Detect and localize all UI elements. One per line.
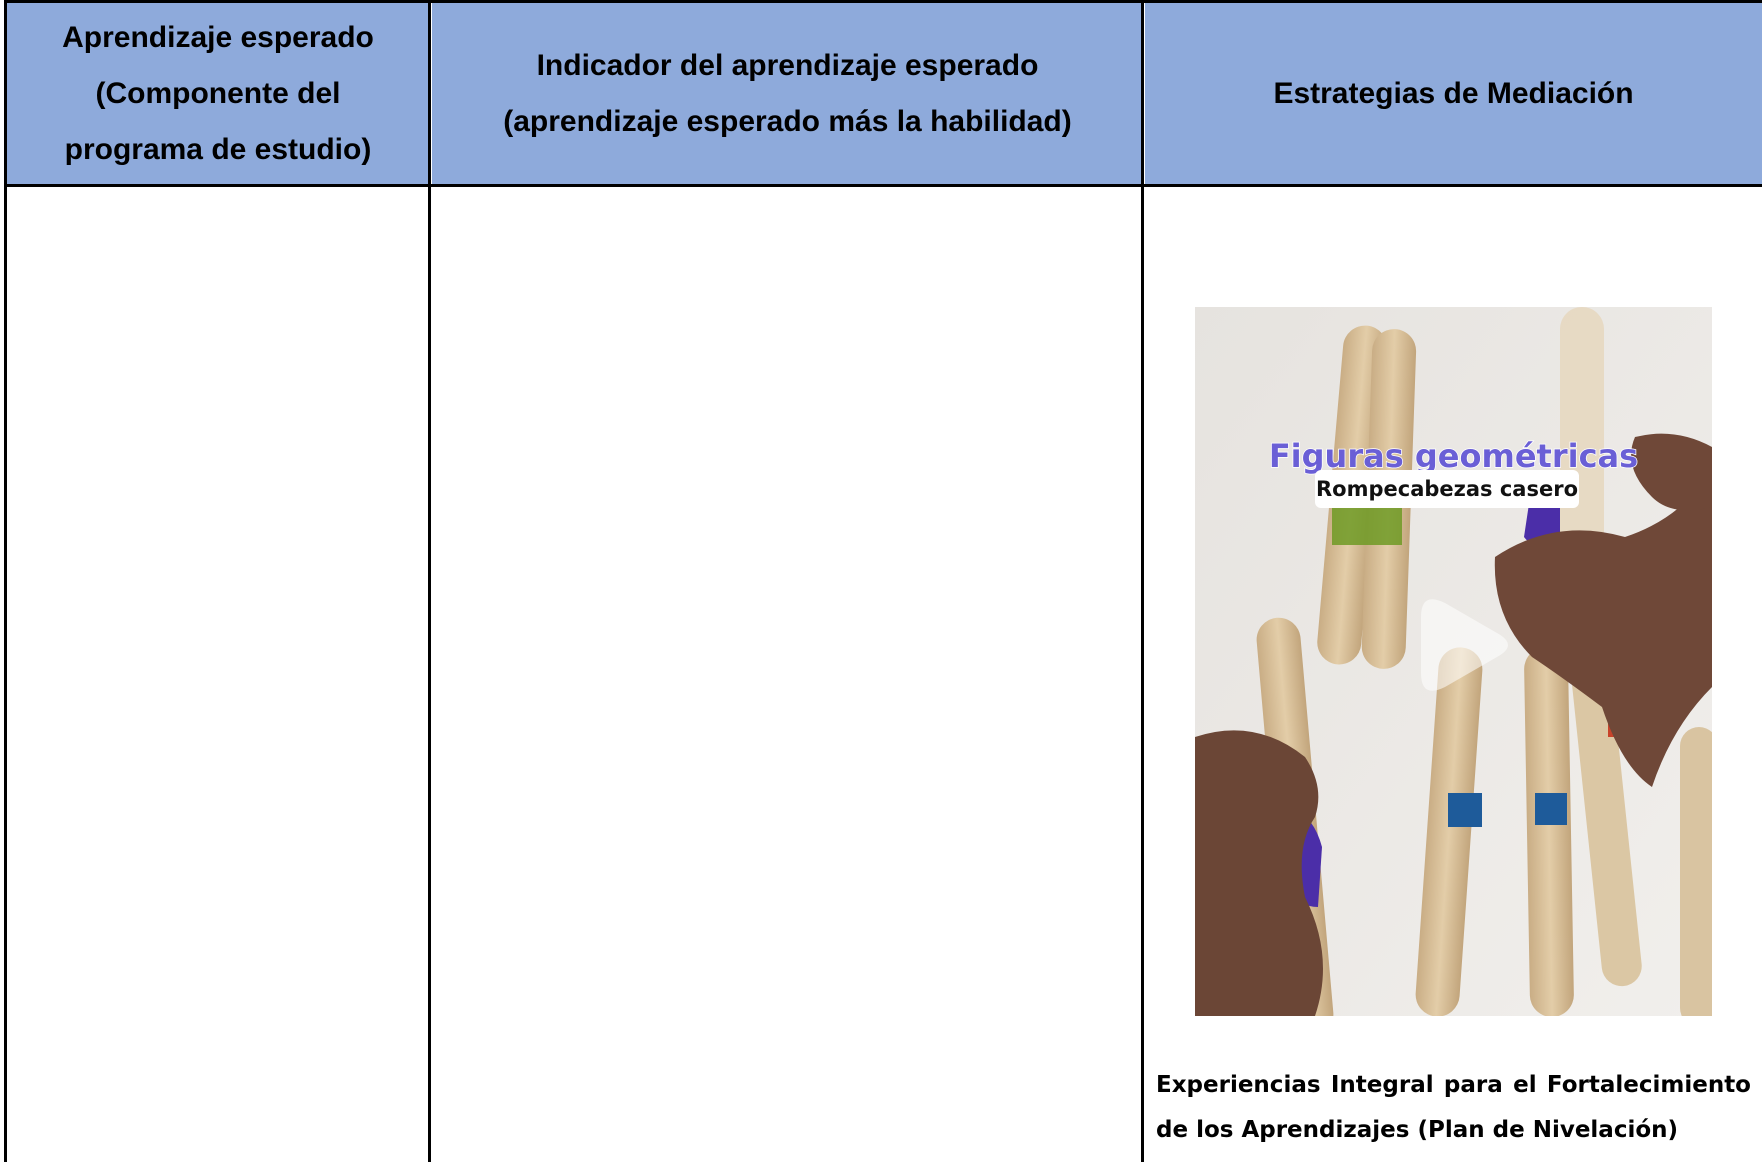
video-frame-illustration [1195,307,1712,1016]
stick [1415,647,1483,1016]
hand [1494,467,1712,787]
header-divider [4,184,1762,187]
hand [1195,730,1323,1016]
column-divider [1141,0,1144,1162]
stick [1680,727,1712,1016]
column-divider [4,0,7,1162]
video-title: Figuras geométricas [1268,436,1639,476]
header-indicador: Indicador del aprendizaje esperado (apre… [432,2,1143,186]
mediation-table: Aprendizaje esperado (Componente del pro… [4,0,1762,1162]
header-aprendizaje-esperado: Aprendizaje esperado (Componente del pro… [6,2,430,186]
column-divider [428,0,431,1162]
video-thumbnail[interactable]: Figuras geométricas Rompecabezas casero [1195,307,1712,1016]
play-icon [1421,599,1508,691]
header-line: Aprendizaje esperado [62,21,374,54]
header-line: (aprendizaje esperado más la habilidad) [503,105,1072,138]
cell-indicador [431,188,1141,1162]
header-line: Estrategias de Mediación [1273,77,1634,110]
header-line: programa de estudio) [64,133,372,166]
stick [1568,627,1642,987]
strategy-caption: Experiencias Integral para el Fortalecim… [1156,1072,1751,1143]
stick [1524,647,1574,1016]
header-line: Indicador del aprendizaje esperado [536,49,1039,82]
cell-aprendizaje [7,188,428,1162]
header-line: (Componente del [95,77,341,110]
header-estrategias: Estrategias de Mediación [1145,2,1762,186]
video-subtitle: Rompecabezas casero [1315,470,1579,508]
table-border-top [4,0,1762,3]
